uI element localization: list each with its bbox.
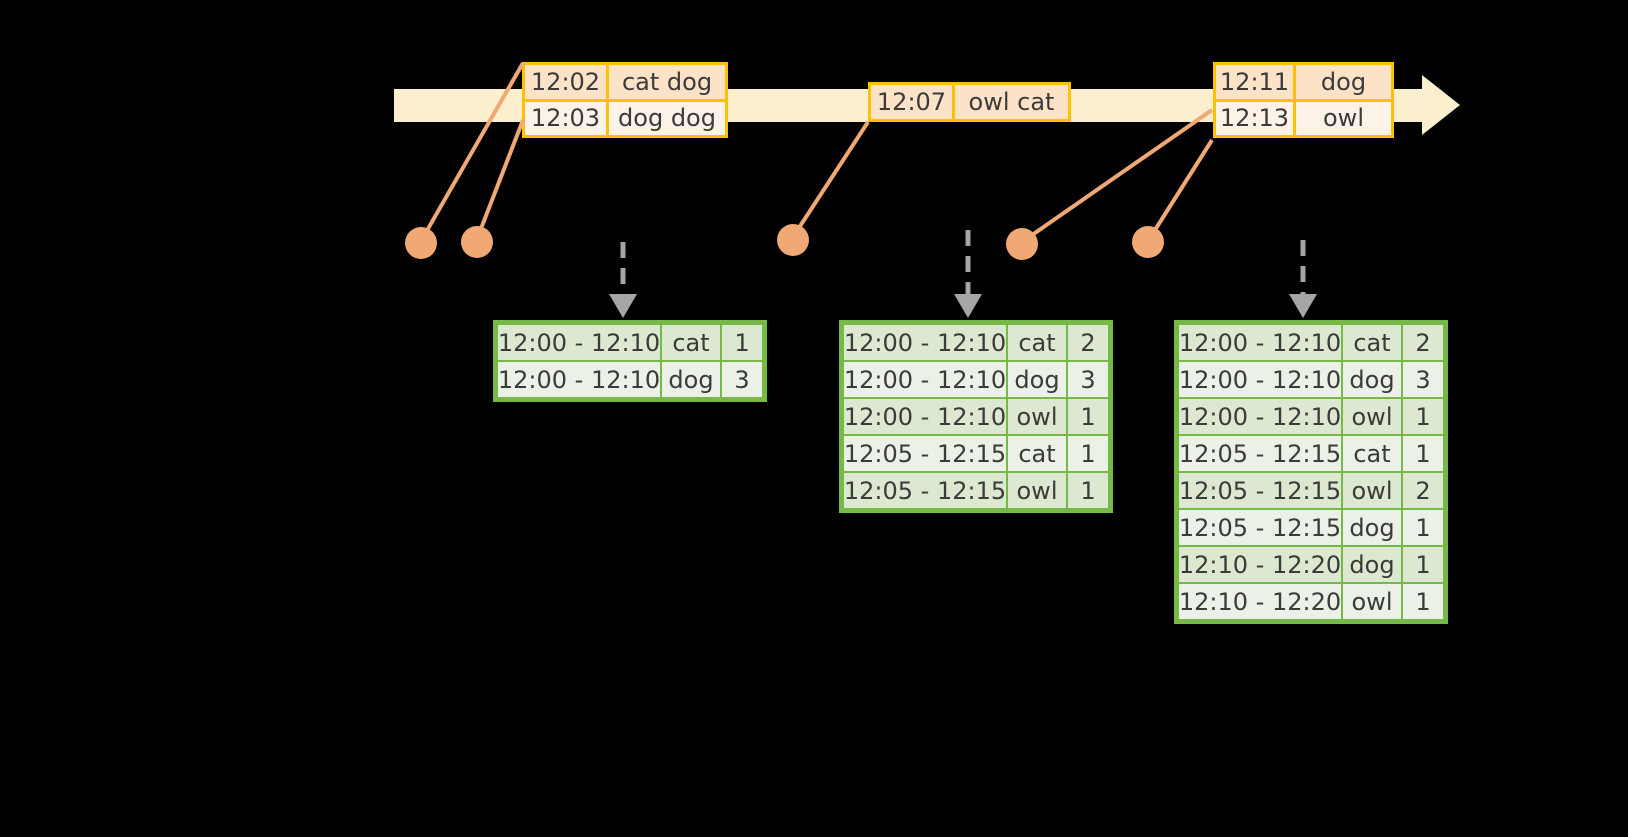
event-time: 12:03 xyxy=(525,101,609,135)
word-cell: dog xyxy=(1342,509,1402,546)
event-time: 12:02 xyxy=(525,65,609,99)
event-words: cat dog xyxy=(609,65,725,99)
dashed-arrow-head-3 xyxy=(1289,294,1317,318)
window-cell: 12:05 - 12:15 xyxy=(843,435,1007,472)
count-cell: 1 xyxy=(1067,472,1109,509)
count-cell: 2 xyxy=(1402,324,1444,361)
count-cell: 3 xyxy=(721,361,763,398)
word-cell: owl xyxy=(1342,583,1402,620)
table-row[interactable]: 12:00 - 12:10 dog 3 xyxy=(843,361,1109,398)
window-cell: 12:05 - 12:15 xyxy=(1178,472,1342,509)
table-row[interactable]: 12:05 - 12:15 cat 1 xyxy=(1178,435,1444,472)
result-table-2[interactable]: 12:00 - 12:10 cat 2 12:00 - 12:10 dog 3 … xyxy=(839,320,1113,513)
dashed-arrow-head-1 xyxy=(609,294,637,318)
event-words: dog dog xyxy=(609,101,725,135)
count-cell: 2 xyxy=(1067,324,1109,361)
leader-line-5 xyxy=(1146,138,1214,243)
table-row[interactable]: 12:05 - 12:15 owl 2 xyxy=(1178,472,1444,509)
event-row[interactable]: 12:07 owl cat xyxy=(871,85,1068,119)
window-cell: 12:00 - 12:10 xyxy=(843,361,1007,398)
window-cell: 12:00 - 12:10 xyxy=(843,398,1007,435)
count-cell: 1 xyxy=(1402,546,1444,583)
window-cell: 12:05 - 12:15 xyxy=(1178,435,1342,472)
table-row[interactable]: 12:00 - 12:10 owl 1 xyxy=(843,398,1109,435)
table-row[interactable]: 12:00 - 12:10 owl 1 xyxy=(1178,398,1444,435)
events-group-2[interactable]: 12:07 owl cat xyxy=(868,82,1071,122)
table-row[interactable]: 12:00 - 12:10 dog 3 xyxy=(497,361,763,398)
event-dot-5 xyxy=(1132,226,1164,258)
event-words: owl cat xyxy=(955,85,1068,119)
word-cell: owl xyxy=(1342,398,1402,435)
count-cell: 3 xyxy=(1067,361,1109,398)
leader-line-4 xyxy=(1020,108,1214,244)
count-cell: 1 xyxy=(1402,509,1444,546)
count-cell: 1 xyxy=(1067,398,1109,435)
word-cell: cat xyxy=(1007,435,1067,472)
event-dot-3 xyxy=(777,224,809,256)
event-words: owl xyxy=(1296,101,1391,135)
window-cell: 12:05 - 12:15 xyxy=(843,472,1007,509)
table-row[interactable]: 12:00 - 12:10 cat 1 xyxy=(497,324,763,361)
window-cell: 12:00 - 12:10 xyxy=(1178,324,1342,361)
window-cell: 12:05 - 12:15 xyxy=(1178,509,1342,546)
event-row[interactable]: 12:13 owl xyxy=(1216,98,1391,135)
event-row[interactable]: 12:02 cat dog xyxy=(525,65,725,99)
count-cell: 3 xyxy=(1402,361,1444,398)
timeline-arrow-head xyxy=(1422,75,1460,135)
event-words: dog xyxy=(1296,65,1391,99)
table-row[interactable]: 12:00 - 12:10 cat 2 xyxy=(843,324,1109,361)
word-cell: owl xyxy=(1342,472,1402,509)
word-cell: cat xyxy=(1007,324,1067,361)
event-row[interactable]: 12:11 dog xyxy=(1216,65,1391,99)
count-cell: 1 xyxy=(1067,435,1109,472)
word-cell: owl xyxy=(1007,472,1067,509)
window-cell: 12:00 - 12:10 xyxy=(1178,361,1342,398)
table-row[interactable]: 12:05 - 12:15 dog 1 xyxy=(1178,509,1444,546)
window-cell: 12:00 - 12:10 xyxy=(497,324,661,361)
table-row[interactable]: 12:00 - 12:10 cat 2 xyxy=(1178,324,1444,361)
count-cell: 1 xyxy=(1402,398,1444,435)
window-cell: 12:00 - 12:10 xyxy=(843,324,1007,361)
word-cell: cat xyxy=(1342,324,1402,361)
window-cell: 12:00 - 12:10 xyxy=(1178,398,1342,435)
window-cell: 12:10 - 12:20 xyxy=(1178,583,1342,620)
event-time: 12:11 xyxy=(1216,65,1296,99)
dashed-arrow-head-2 xyxy=(954,294,982,318)
table-row[interactable]: 12:05 - 12:15 cat 1 xyxy=(843,435,1109,472)
window-cell: 12:10 - 12:20 xyxy=(1178,546,1342,583)
word-cell: cat xyxy=(1342,435,1402,472)
count-cell: 1 xyxy=(1402,583,1444,620)
table-row[interactable]: 12:10 - 12:20 dog 1 xyxy=(1178,546,1444,583)
leader-line-3 xyxy=(791,120,870,239)
count-cell: 1 xyxy=(1402,435,1444,472)
table-row[interactable]: 12:10 - 12:20 owl 1 xyxy=(1178,583,1444,620)
leader-line-2 xyxy=(475,119,525,240)
word-cell: dog xyxy=(1007,361,1067,398)
word-cell: dog xyxy=(661,361,721,398)
event-dot-1 xyxy=(405,227,437,259)
events-group-3[interactable]: 12:11 dog 12:13 owl xyxy=(1213,62,1394,138)
table-row[interactable]: 12:00 - 12:10 dog 3 xyxy=(1178,361,1444,398)
table-row[interactable]: 12:05 - 12:15 owl 1 xyxy=(843,472,1109,509)
event-row[interactable]: 12:03 dog dog xyxy=(525,98,725,135)
count-cell: 1 xyxy=(721,324,763,361)
event-time: 12:13 xyxy=(1216,101,1296,135)
window-cell: 12:00 - 12:10 xyxy=(497,361,661,398)
count-cell: 2 xyxy=(1402,472,1444,509)
word-cell: owl xyxy=(1007,398,1067,435)
result-table-1[interactable]: 12:00 - 12:10 cat 1 12:00 - 12:10 dog 3 xyxy=(493,320,767,402)
event-time: 12:07 xyxy=(871,85,955,119)
word-cell: cat xyxy=(661,324,721,361)
result-table-3[interactable]: 12:00 - 12:10 cat 2 12:00 - 12:10 dog 3 … xyxy=(1174,320,1448,624)
event-dot-4 xyxy=(1006,228,1038,260)
word-cell: dog xyxy=(1342,361,1402,398)
word-cell: dog xyxy=(1342,546,1402,583)
event-dot-2 xyxy=(461,226,493,258)
events-group-1[interactable]: 12:02 cat dog 12:03 dog dog xyxy=(522,62,728,138)
